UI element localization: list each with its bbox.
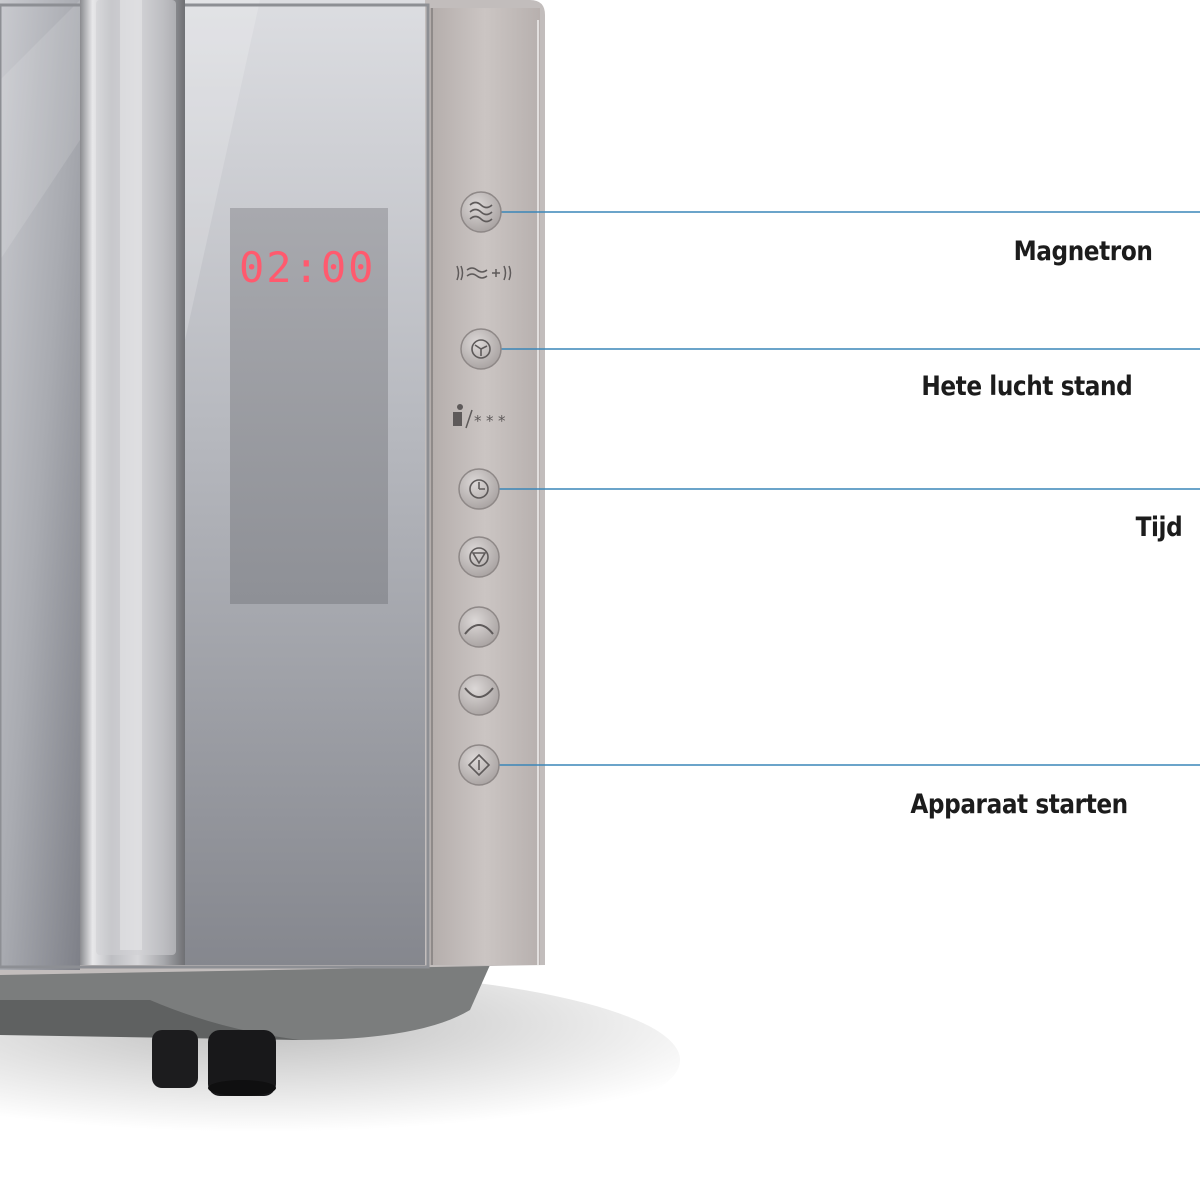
svg-text:*: *: [486, 412, 494, 430]
button-microwave[interactable]: [460, 191, 502, 233]
button-defrost[interactable]: * * *: [453, 404, 506, 430]
convection-fan-icon: [471, 339, 491, 359]
button-grill-microwave[interactable]: [456, 265, 512, 281]
grill-plus-microwave-icon: [456, 265, 512, 281]
door-glass-left: [0, 0, 80, 970]
callout-label-magnetron: Magnetron: [1013, 236, 1152, 267]
chevron-down-icon: [464, 687, 494, 698]
button-stop[interactable]: [458, 536, 500, 578]
auto-defrost-icon: * * *: [453, 404, 506, 430]
foot-left: [152, 1030, 198, 1088]
display-time: 02:00: [239, 243, 375, 292]
microwave-waves-icon: [469, 201, 493, 223]
foot-right: [208, 1030, 276, 1096]
svg-text:*: *: [474, 412, 482, 430]
button-start[interactable]: [458, 744, 500, 786]
svg-text:*: *: [498, 412, 506, 430]
callout-label-hete-lucht-stand: Hete lucht stand: [921, 371, 1132, 402]
button-convection[interactable]: [460, 328, 502, 370]
callout-label-apparaat-starten: Apparaat starten: [910, 789, 1129, 820]
display-window: [230, 208, 388, 604]
stop-icon: [469, 547, 489, 567]
button-down[interactable]: [458, 674, 500, 716]
timer-icon: [469, 479, 489, 499]
start-icon: [467, 753, 491, 777]
button-up[interactable]: [458, 606, 500, 648]
button-timer[interactable]: [458, 468, 500, 510]
callout-lines: [484, 211, 1200, 766]
callout-label-tijd: Tijd: [1135, 512, 1182, 543]
chevron-up-icon: [464, 624, 494, 635]
